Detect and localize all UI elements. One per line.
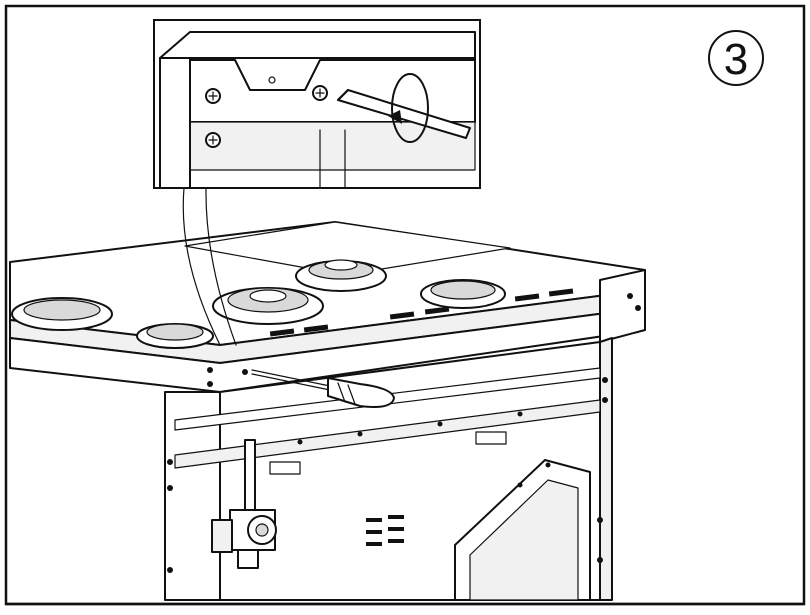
rotation-arrow-icon [388,73,429,143]
screw-hole [597,557,603,563]
regulator-bottom [237,549,259,569]
detail-leader-line-right [205,187,237,346]
vent-slot [388,515,404,519]
burner-left-cap [23,299,101,321]
vent-slot [366,542,382,546]
control-slot [424,306,450,315]
detail-removed-screw [312,85,328,101]
vent-slot [388,527,404,531]
detail-inset [153,19,481,189]
detail-leader-line-left [182,187,221,346]
rotation-ellipse [391,73,429,143]
burner-center-large-cap [249,289,287,303]
control-slot [548,288,574,297]
screw-hole [517,411,523,417]
screw-holes [167,293,641,573]
screw-hole [627,293,633,299]
screw-hole [207,367,213,373]
screw-hole [242,369,248,375]
vent-slot [366,518,382,522]
rotation-arrowhead [388,110,402,124]
vent-slot [366,530,382,534]
detail-panel-top [159,31,476,59]
screw-hole [167,459,173,465]
oven-door-inner [469,479,579,601]
regulator-center [255,523,269,537]
gas-regulator [211,439,277,569]
screw-hole [635,305,641,311]
screw-hole [602,397,608,403]
screw-hole [545,462,551,468]
detail-panel-lower [189,121,476,171]
screw-hole [597,517,603,523]
detail-side-tab [159,57,191,189]
screwdriver-grip [347,384,356,405]
control-slots [269,288,574,337]
detail-screw-cross [208,135,218,145]
screw-hole [167,567,173,573]
front-trim-band-upper [174,399,601,469]
step-marker: 3 [708,30,764,86]
detail-screwdriver-tip [337,89,349,101]
screwdriver-shaft-edge [251,373,331,391]
burner-right-cap [430,280,496,300]
range-body-right-side [599,337,613,601]
detail-bracket [189,59,476,91]
screw-hole [297,439,303,445]
range-cooktop-body [9,221,646,601]
burner-rear-center-cap [324,259,358,271]
gas-pipe [244,439,256,511]
screwdriver-detail [337,89,471,139]
burner-center-front-cap [146,323,204,341]
right-side-cap [599,269,646,343]
screwdriver-main [251,369,395,408]
screwdriver-grip [337,382,346,403]
vent-slots [366,515,404,546]
control-slot [389,311,415,320]
burners [11,259,506,349]
screw-hole [517,482,523,488]
detail-screw-cross [208,91,218,101]
detail-side-screws [205,88,221,148]
vent-slot [388,539,404,543]
control-slot [303,324,329,333]
cooktop-back-ridge [184,221,511,276]
control-slot [514,293,540,302]
screw-hole [167,485,173,491]
screw-hole [357,431,363,437]
step-circle [708,30,764,86]
detail-screw-hole [268,76,276,84]
step-number: 3 [724,35,748,84]
regulator-left-fitting [211,519,233,553]
screw-hole [602,377,608,383]
screwdriver-shaft [251,369,331,387]
control-slot [269,328,295,337]
access-panel-left [269,461,301,475]
detail-screw-head-cross [315,88,325,98]
access-panel-right [475,431,507,445]
screw-hole [437,421,443,427]
screw-hole [207,381,213,387]
